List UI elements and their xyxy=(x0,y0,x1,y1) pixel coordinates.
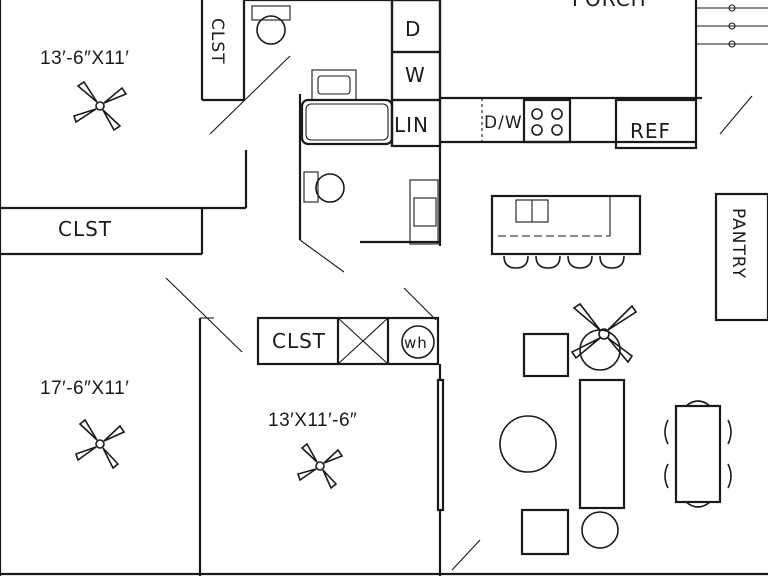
bedroom-bottom-middle: 13′X11′-6″ xyxy=(268,364,445,576)
closet-label-top: CLST xyxy=(207,18,227,65)
ceiling-fan-icon xyxy=(296,442,344,490)
linen-label: LIN xyxy=(394,113,429,137)
closet-label-mid: CLST xyxy=(58,217,112,241)
porch-label: PORCH xyxy=(572,0,647,11)
bedroom-top-left: 13′-6″X11′ xyxy=(0,0,248,576)
living-dining xyxy=(451,302,732,571)
bathroom-two xyxy=(299,171,440,273)
toilet-icon-two xyxy=(315,173,345,203)
bar-stools xyxy=(503,255,625,269)
pantry-label: PANTRY xyxy=(728,208,748,279)
armchair-icon xyxy=(522,332,570,378)
kitchen-counter: D/W REF xyxy=(440,98,698,150)
bathtub-icon xyxy=(300,98,394,146)
ceiling-fan-icon xyxy=(72,80,128,132)
porch: PORCH xyxy=(440,0,768,135)
water-heater-icon xyxy=(401,325,435,359)
coffee-table-icon xyxy=(578,378,626,510)
washer-label: W xyxy=(405,63,426,87)
toilet-icon xyxy=(256,15,286,45)
closet-vertical: CLST xyxy=(200,0,291,135)
hall-closet-bottom: CLST wh xyxy=(165,277,440,366)
hall-closet-left: CLST xyxy=(58,217,112,241)
dryer-label: D xyxy=(405,17,421,41)
bedroom-top-left-dimensions: 13′-6″X11′ xyxy=(40,48,129,69)
bedroom-bottom-left: 17′-6″X11′ xyxy=(40,317,214,576)
ceiling-fan-icon xyxy=(570,302,638,364)
dishwasher-label: D/W xyxy=(484,113,523,133)
kitchen-island xyxy=(490,194,642,269)
water-heater-label: wh xyxy=(404,334,428,352)
side-chair-icon xyxy=(520,508,570,556)
round-table-icon xyxy=(499,415,557,473)
refrigerator-icon xyxy=(614,98,698,150)
stove-icon xyxy=(522,98,572,144)
closet-label-bottom: CLST xyxy=(272,329,326,353)
pantry: PANTRY xyxy=(714,192,768,322)
bedroom-bottom-middle-dimensions: 13′X11′-6″ xyxy=(268,410,357,431)
dining-table-icon xyxy=(674,404,722,504)
refrigerator-label: REF xyxy=(630,119,671,143)
bathroom xyxy=(244,0,394,240)
laundry-area: D W LIN xyxy=(390,0,442,246)
ceiling-fan-icon xyxy=(74,418,126,470)
bedroom-bottom-left-dimensions: 17′-6″X11′ xyxy=(40,378,129,399)
